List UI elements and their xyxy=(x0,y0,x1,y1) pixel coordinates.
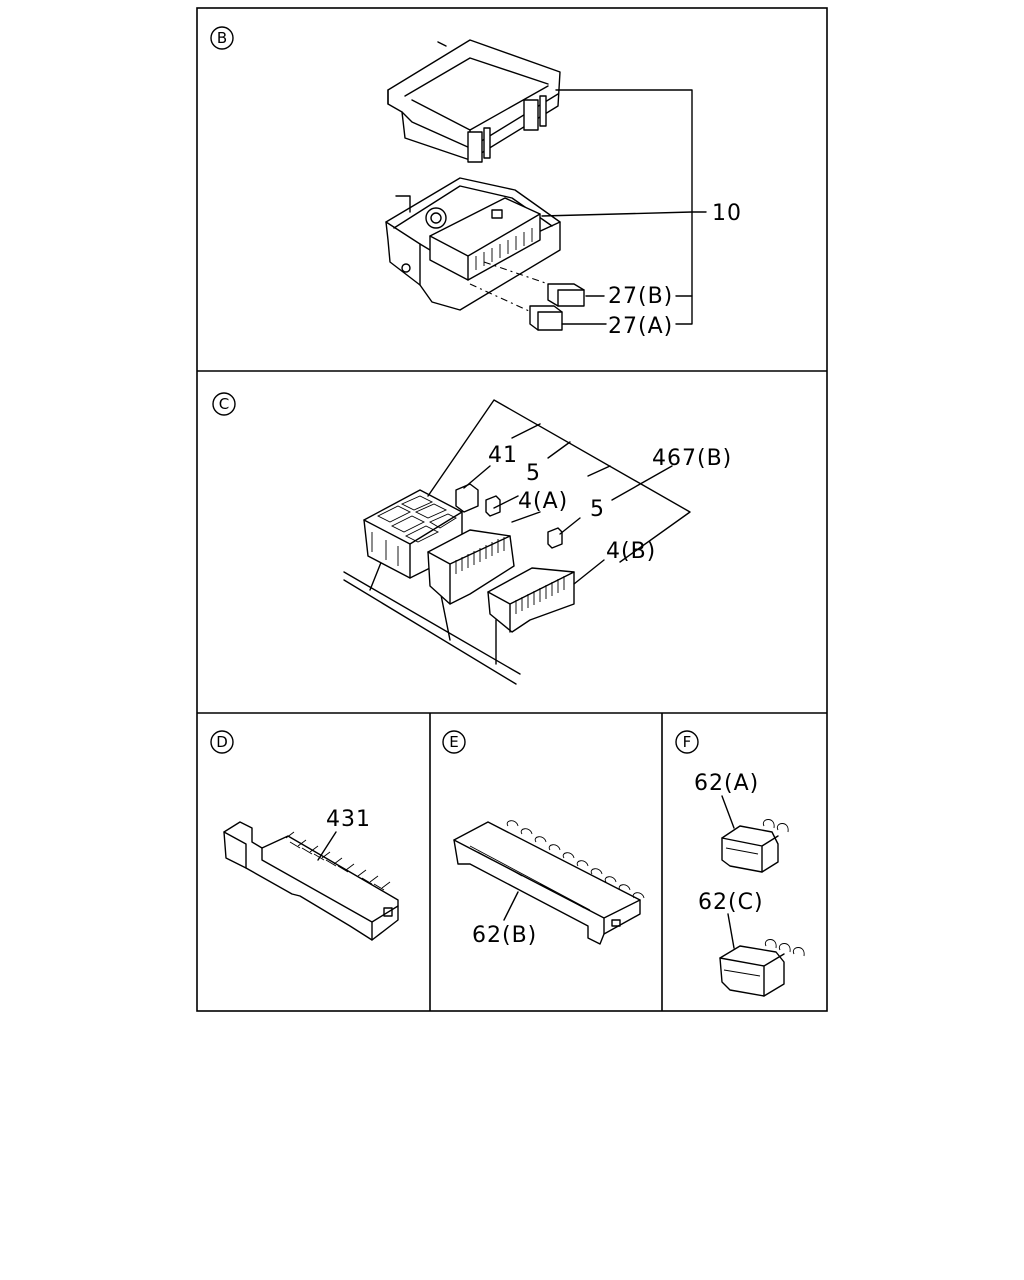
svg-text:E: E xyxy=(449,733,458,751)
label-62a: 62(A) xyxy=(694,771,759,796)
fuse-block-4a-drawing xyxy=(427,529,515,605)
label-4a: 4(A) xyxy=(518,489,568,514)
label-27b: 27(B) xyxy=(608,284,673,309)
panel-c: C xyxy=(212,392,732,685)
panel-e: E 62(B) xyxy=(442,730,645,948)
leader-431 xyxy=(317,831,337,861)
section-marker-f: F xyxy=(675,730,699,754)
svg-text:F: F xyxy=(683,733,692,751)
svg-text:D: D xyxy=(216,733,228,751)
label-62b: 62(B) xyxy=(472,923,537,948)
section-marker-c: C xyxy=(212,392,236,416)
leader-62a xyxy=(721,795,735,829)
leader-62b xyxy=(503,891,519,921)
leaders-panel-b xyxy=(541,89,707,325)
panel-f: F 62(A) 62(C) xyxy=(675,730,805,997)
label-5-lower: 5 xyxy=(590,497,605,522)
connector-62b-drawing xyxy=(453,820,645,945)
section-marker-b: B xyxy=(210,26,234,50)
label-467b: 467(B) xyxy=(652,446,732,471)
label-62c: 62(C) xyxy=(698,890,764,915)
fuse-27-drawings xyxy=(469,261,585,331)
label-10: 10 xyxy=(712,201,742,226)
label-27a: 27(A) xyxy=(608,314,673,339)
svg-text:C: C xyxy=(219,395,229,413)
label-5-upper: 5 xyxy=(526,461,541,486)
section-marker-e: E xyxy=(442,730,466,754)
panel-frames xyxy=(196,7,828,1012)
relay-62c-drawing xyxy=(719,939,805,997)
panel-b: B xyxy=(210,26,742,339)
loose-parts-drawing xyxy=(455,483,563,549)
relay-62a-drawing xyxy=(721,819,789,873)
leaders-panel-c xyxy=(427,399,691,585)
section-marker-d: D xyxy=(210,730,234,754)
fuse-box-case-drawing xyxy=(385,177,561,311)
fuse-box-cover-drawing xyxy=(387,39,561,163)
wire-harness-drawing xyxy=(343,559,521,685)
label-431: 431 xyxy=(326,807,371,832)
label-41: 41 xyxy=(488,443,518,468)
svg-text:B: B xyxy=(217,29,227,47)
connector-431-drawing xyxy=(223,821,399,941)
fuse-block-4b-drawing xyxy=(487,567,575,633)
leader-62c xyxy=(727,913,735,949)
label-4b: 4(B) xyxy=(606,539,656,564)
panel-d: D 431 xyxy=(210,730,399,941)
